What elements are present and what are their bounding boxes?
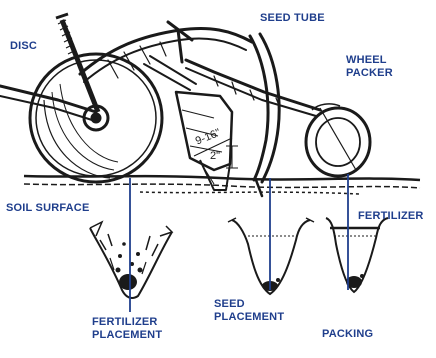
label-disc: DISC <box>10 40 37 53</box>
label-seed-placement-line1: SEED <box>214 298 284 311</box>
label-fertilizer-placement: FERTILIZER PLACEMENT <box>92 316 162 342</box>
leader-lines <box>130 174 348 312</box>
packing-furrow <box>326 218 388 292</box>
seed-deposit <box>262 278 280 291</box>
label-soil-surface: SOIL SURFACE <box>6 202 90 215</box>
packer-wheel <box>306 104 370 176</box>
dimension-offset: 2" <box>210 150 220 162</box>
label-packing: PACKING <box>322 328 373 341</box>
fertilizer-band <box>116 242 143 290</box>
seed-tube <box>250 34 279 196</box>
label-seed-tube: SEED TUBE <box>260 12 325 25</box>
seed-furrow <box>228 218 314 294</box>
label-seed-placement: SEED PLACEMENT <box>214 298 284 324</box>
label-fertilizer-placement-line1: FERTILIZER <box>92 316 162 329</box>
label-wheel-packer: WHEEL PACKER <box>346 54 393 80</box>
label-seed-placement-line2: PLACEMENT <box>214 311 284 324</box>
label-wheel-packer-line2: PACKER <box>346 67 393 80</box>
soil-surface-band <box>24 176 420 194</box>
label-wheel-packer-line1: WHEEL <box>346 54 393 67</box>
fertilizer-furrow <box>90 222 172 298</box>
label-fertilizer-placement-line2: PLACEMENT <box>92 329 162 342</box>
label-fertilizer: FERTILIZER <box>358 210 424 223</box>
